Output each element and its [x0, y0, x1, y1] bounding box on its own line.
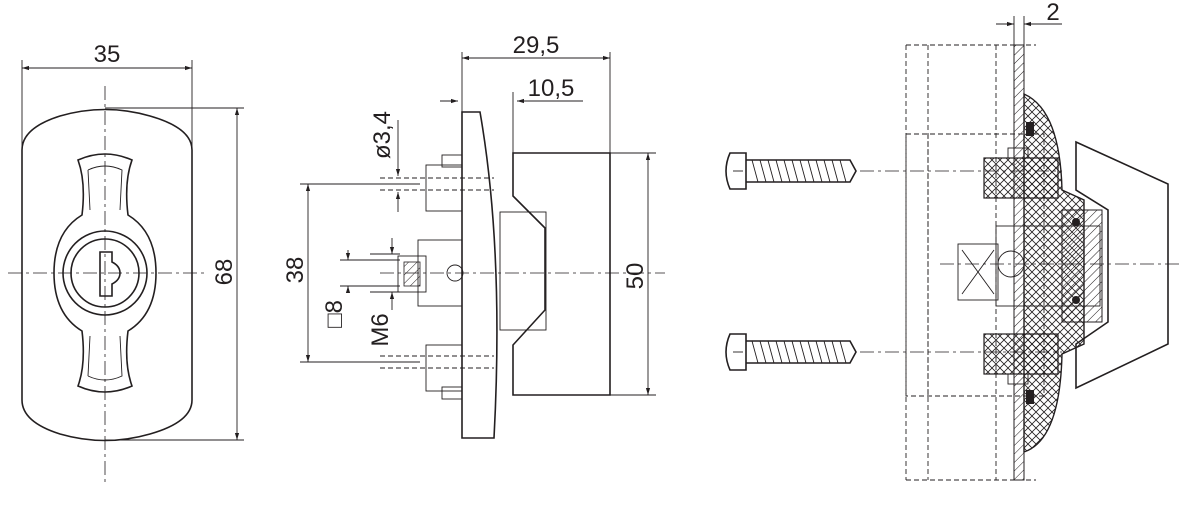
dim-square-drive: □8	[321, 300, 348, 328]
panel-sheet	[1013, 44, 1025, 481]
wing-handle	[53, 153, 157, 393]
gasket-bottom	[1026, 390, 1034, 404]
square-drive	[397, 255, 427, 293]
dim-body-height: 50	[622, 263, 649, 290]
dim-front-height: 68	[211, 259, 238, 286]
screw-boss-top	[425, 164, 463, 212]
key-slot	[99, 251, 121, 297]
square-spindle	[957, 243, 999, 301]
square-drive-section	[403, 261, 421, 287]
section-view: 2	[725, 0, 1180, 481]
boss-cap-top	[441, 154, 463, 168]
front-outline	[21, 108, 193, 442]
side-view: 29,5 10,5 ø3,4 38 □8 M6 50	[282, 32, 665, 439]
side-body	[512, 152, 611, 396]
gasket-top	[1026, 122, 1034, 136]
wing-lower-detail	[87, 335, 123, 381]
spindle-cross	[961, 249, 995, 295]
section-body	[1075, 140, 1169, 390]
dim-side-depth-body: 10,5	[528, 75, 575, 102]
screw-bottom	[725, 333, 857, 371]
dim-hole-spacing: 38	[282, 257, 309, 284]
boss-cap-bottom	[441, 386, 463, 400]
boss-section-bottom	[983, 333, 1059, 375]
dim-thread: M6	[367, 313, 394, 346]
dim-panel-thickness: 2	[1046, 0, 1059, 26]
screw-top	[725, 152, 857, 190]
boss-section-top	[983, 157, 1059, 199]
side-cylinder	[499, 211, 547, 331]
side-faceplate	[461, 111, 498, 439]
cylinder-housing-section	[1061, 209, 1103, 323]
dim-front-width: 35	[94, 41, 121, 68]
dim-side-depth-total: 29,5	[513, 32, 560, 59]
front-view: 35 68	[8, 41, 244, 482]
dim-hole-diameter: ø3,4	[369, 111, 396, 159]
wing-upper-detail	[87, 165, 123, 211]
